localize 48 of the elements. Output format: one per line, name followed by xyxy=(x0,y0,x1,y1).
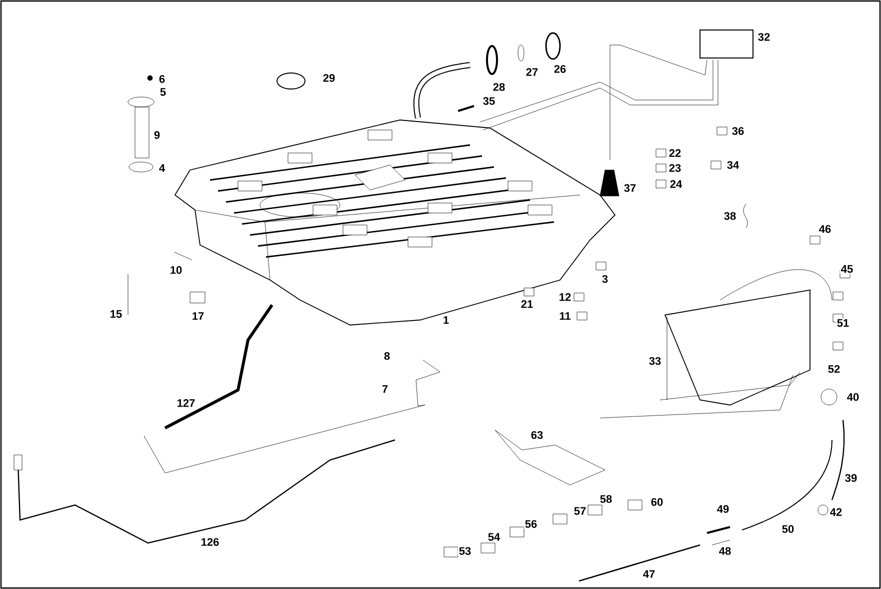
callout-number: 8 xyxy=(382,351,392,361)
callout-number: 9 xyxy=(152,130,162,140)
callout-number: 47 xyxy=(642,569,656,579)
callout-number: 49 xyxy=(716,504,730,514)
callout-number: 57 xyxy=(572,506,588,516)
callout-number: 48 xyxy=(718,546,732,556)
callout-number: 60 xyxy=(650,497,664,507)
callout-number: 28 xyxy=(492,82,506,92)
callout-number: 54 xyxy=(486,532,502,542)
callout-number: 10 xyxy=(168,265,184,275)
callout-number: 63 xyxy=(530,430,544,440)
callout-number: 5 xyxy=(158,87,168,97)
callout-number: 40 xyxy=(846,392,860,402)
callout-number: 1 xyxy=(442,315,450,325)
callout-number: 58 xyxy=(598,494,614,504)
callout-number: 15 xyxy=(108,309,124,319)
callout-number: 24 xyxy=(668,179,684,189)
callout-number: 37 xyxy=(622,183,638,193)
callout-number: 21 xyxy=(520,299,534,309)
callout-number: 127 xyxy=(176,398,196,408)
callout-number: 33 xyxy=(648,356,662,366)
callout-number: 52 xyxy=(826,364,842,374)
callout-number: 56 xyxy=(524,519,538,529)
callout-number: 4 xyxy=(158,163,166,173)
callout-number: 42 xyxy=(828,507,844,517)
callout-number: 6 xyxy=(158,74,166,84)
callout-number: 29 xyxy=(322,73,336,83)
callout-number: 26 xyxy=(552,64,568,74)
callout-number: 38 xyxy=(722,211,738,221)
callout-number: 50 xyxy=(780,524,796,534)
callout-number: 51 xyxy=(836,318,850,328)
callout-number: 34 xyxy=(726,160,740,170)
callout-number: 36 xyxy=(730,126,746,136)
callout-number: 12 xyxy=(558,292,572,302)
callout-number: 46 xyxy=(818,224,832,234)
callout-number: 3 xyxy=(600,274,610,284)
callout-number: 23 xyxy=(668,163,682,173)
callout-number: 27 xyxy=(524,67,540,77)
callout-number: 35 xyxy=(482,96,496,106)
callout-number: 39 xyxy=(844,473,858,483)
callout-number: 11 xyxy=(558,311,572,321)
callout-number: 45 xyxy=(840,264,854,274)
callout-number: 53 xyxy=(458,546,472,556)
callout-number: 32 xyxy=(756,32,772,42)
callout-number: 22 xyxy=(668,148,682,158)
callout-number: 126 xyxy=(200,537,220,547)
callout-number: 7 xyxy=(380,384,390,394)
callout-number: 17 xyxy=(190,311,206,321)
